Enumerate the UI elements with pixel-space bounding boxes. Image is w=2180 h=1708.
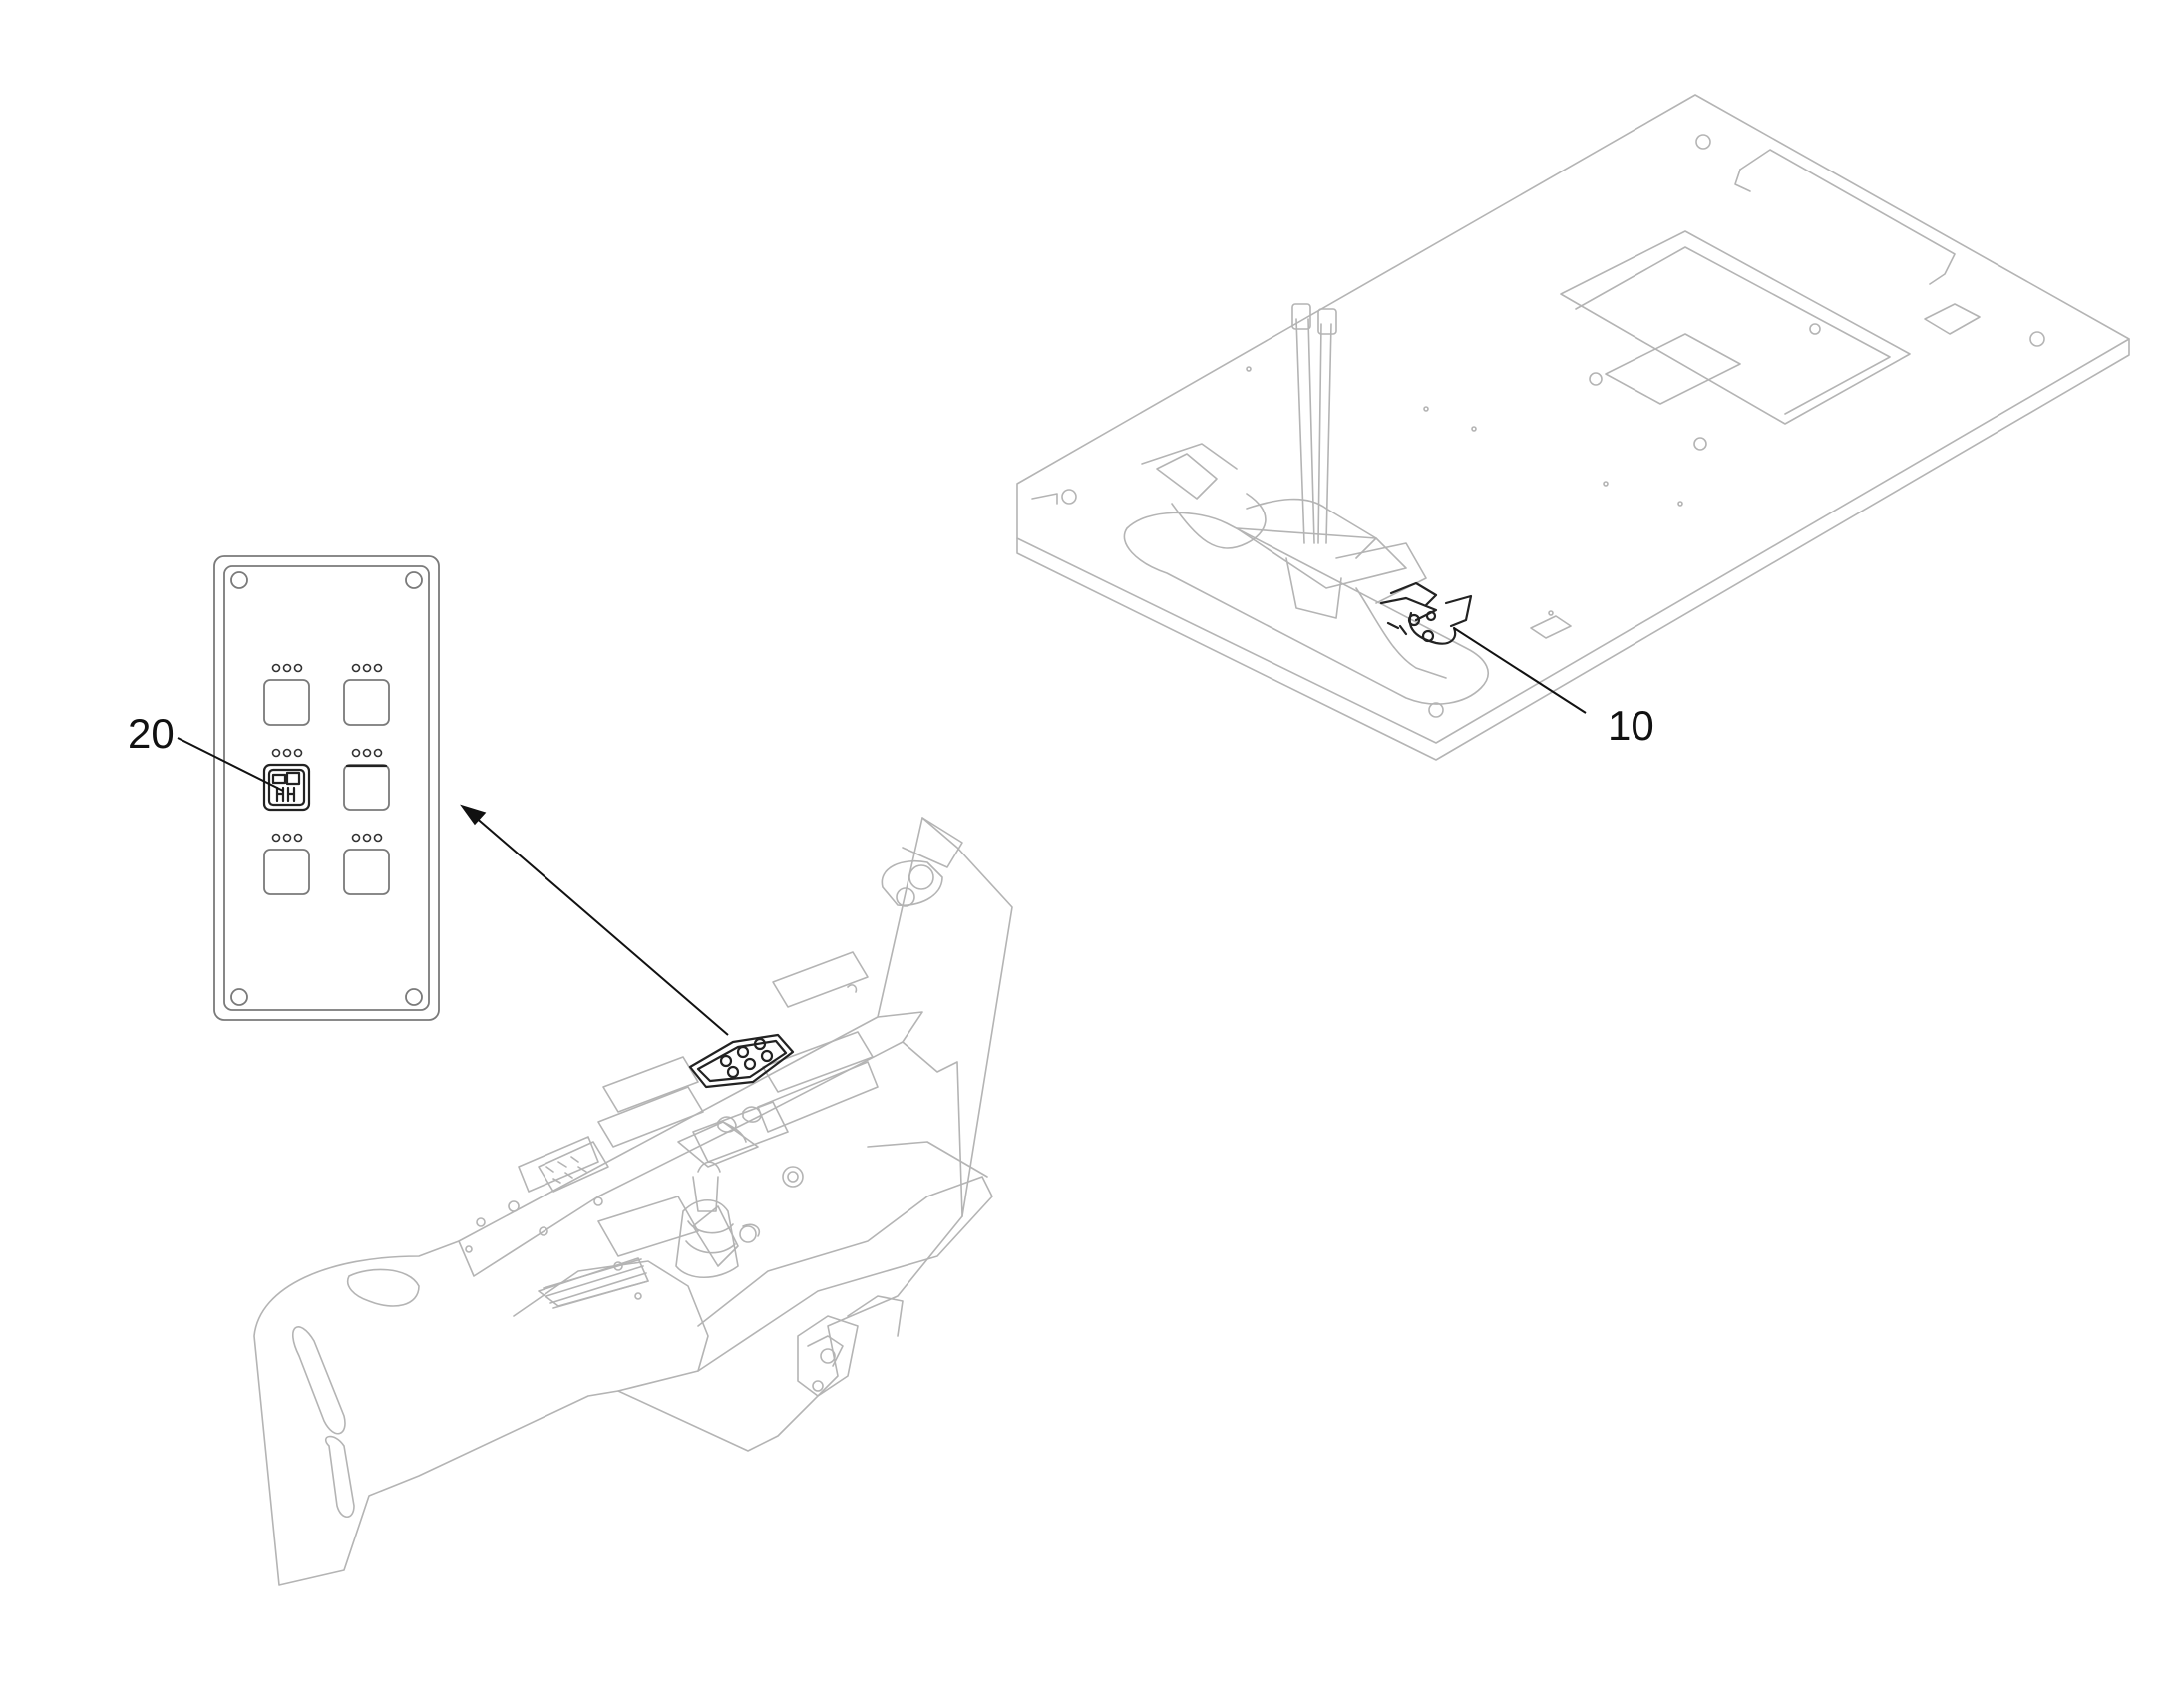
callout-label-10: 10 bbox=[1608, 702, 1654, 749]
switch-top-right bbox=[343, 679, 390, 726]
callout-20: 20 bbox=[128, 710, 284, 792]
dashboard-switch-panel bbox=[688, 1033, 795, 1089]
pedal-switch-item-10 bbox=[1379, 581, 1473, 645]
callout-label-20: 20 bbox=[128, 710, 175, 757]
switch-bottom-right bbox=[343, 849, 390, 895]
switch-panel-detail bbox=[213, 555, 440, 1021]
rocker-switch-item-20 bbox=[262, 763, 311, 812]
cab-dashboard bbox=[253, 817, 1013, 1586]
indicator-lamps bbox=[271, 663, 383, 843]
switch-top-left bbox=[263, 679, 310, 726]
switch-bottom-left bbox=[263, 849, 310, 895]
callout-10: 10 bbox=[1453, 627, 1654, 749]
switch-middle-right bbox=[343, 764, 390, 811]
cab-floor-plate bbox=[1016, 94, 2130, 761]
detail-arrow bbox=[460, 804, 729, 1036]
